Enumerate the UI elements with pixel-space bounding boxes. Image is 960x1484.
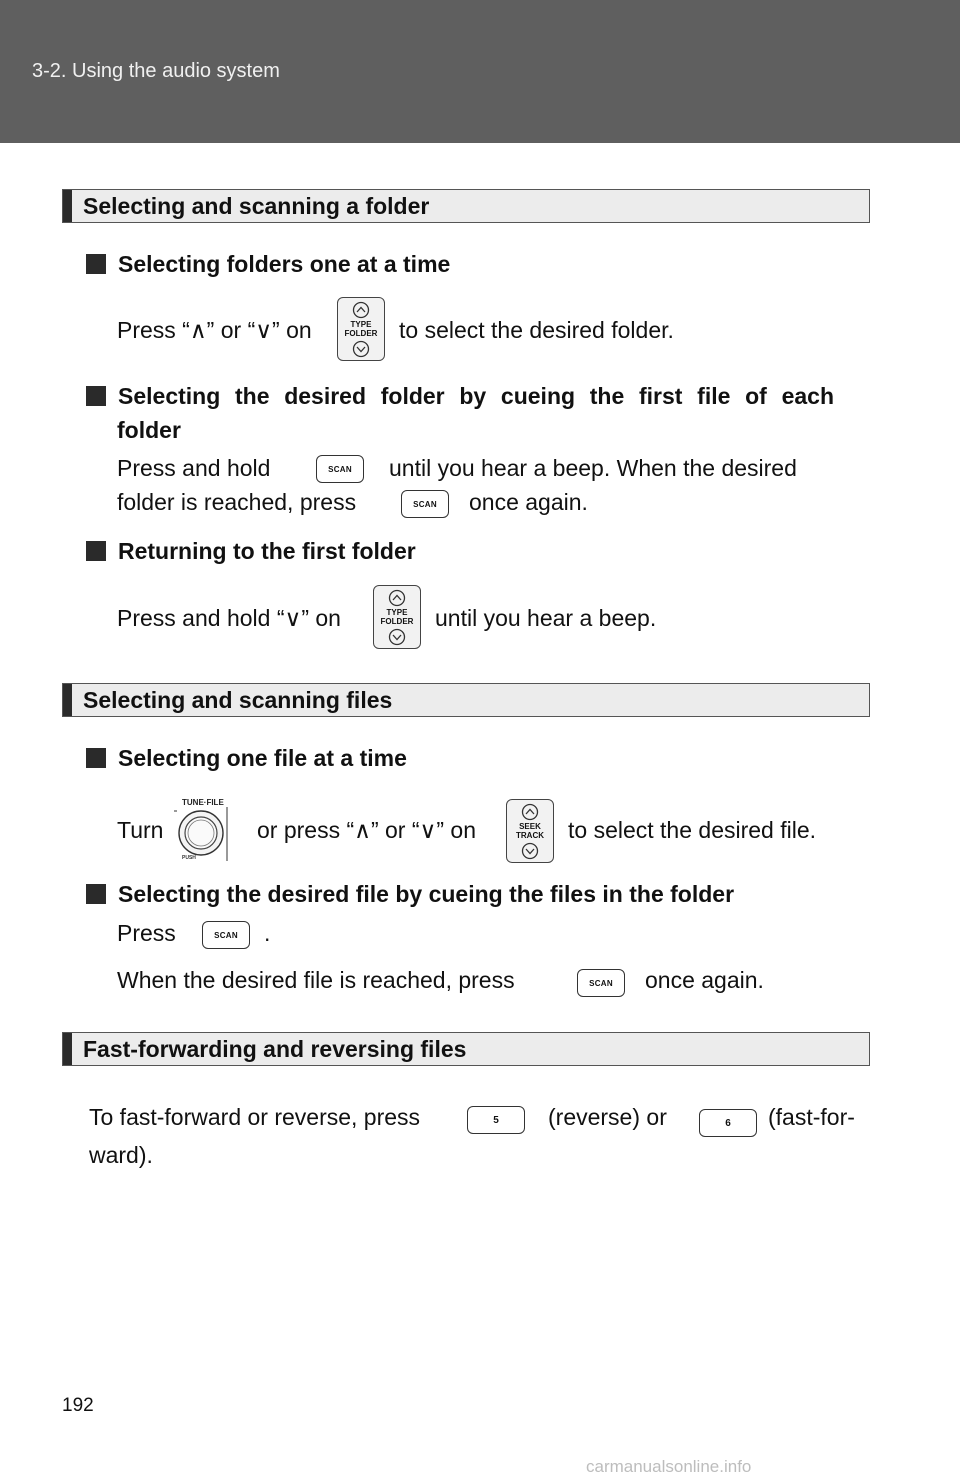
section-accent xyxy=(63,1033,72,1065)
paragraph-text: until you hear a beep. xyxy=(435,605,657,631)
section-title: Fast-forwarding and reversing files xyxy=(83,1036,467,1062)
section-heading-fast-forward: Fast-forwarding and reversing files xyxy=(62,1032,870,1066)
button-label: FOLDER xyxy=(380,617,414,626)
subheading: Selecting one file at a time xyxy=(86,745,407,772)
scan-button-icon: SCAN xyxy=(401,490,449,518)
paragraph-text: To fast-forward or reverse, press xyxy=(89,1104,421,1130)
scan-button-icon: SCAN xyxy=(316,455,364,483)
section-accent xyxy=(63,684,72,716)
square-bullet-icon xyxy=(86,884,106,904)
preset-6-button-icon: 6 xyxy=(699,1109,757,1137)
subheading: Selecting the desired file by cueing the… xyxy=(86,881,734,908)
watermark: carmanualsonline.info xyxy=(586,1457,752,1476)
button-label: TYPE xyxy=(350,320,372,329)
paragraph-text: (fast-for- xyxy=(768,1104,855,1130)
paragraph-text: once again. xyxy=(469,489,588,515)
section-heading-files: Selecting and scanning files xyxy=(62,683,870,717)
button-label: FOLDER xyxy=(344,329,378,338)
paragraph-text: Press “∧” or “∨” on xyxy=(117,317,312,343)
section-title: Selecting and scanning a folder xyxy=(83,193,430,219)
header-title: 3-2. Using the audio system xyxy=(32,60,280,82)
subheading: Returning to the first folder xyxy=(86,538,416,565)
tune-file-knob-icon: TUNE·FILE PUSH xyxy=(172,795,230,861)
paragraph-text: or press “∧” or “∨” on xyxy=(257,817,476,843)
knob-label: TUNE·FILE xyxy=(182,798,224,807)
paragraph-text: to select the desired folder. xyxy=(399,317,674,343)
paragraph-text: once again. xyxy=(645,967,764,993)
paragraph-text: . xyxy=(264,920,271,946)
subheading-text: Selecting the desired folder by cueing t… xyxy=(118,383,834,409)
scan-button-icon: SCAN xyxy=(577,969,625,997)
subheading: Selecting folders one at a time xyxy=(86,251,450,278)
paragraph-text: ward). xyxy=(89,1142,153,1168)
section-title: Selecting and scanning files xyxy=(83,687,393,713)
square-bullet-icon xyxy=(86,386,106,406)
page-header: 3-2. Using the audio system xyxy=(0,0,960,143)
square-bullet-icon xyxy=(86,748,106,768)
square-bullet-icon xyxy=(86,254,106,274)
knob-push-label: PUSH xyxy=(182,855,196,861)
button-label: SEEK xyxy=(519,822,541,831)
section-accent xyxy=(63,190,72,222)
subheading-text: Returning to the first folder xyxy=(118,538,416,564)
preset-5-button-icon: 5 xyxy=(467,1106,525,1134)
paragraph-text: to select the desired file. xyxy=(568,817,817,843)
paragraph-text: Press and hold xyxy=(117,455,271,481)
paragraph-text: (reverse) or xyxy=(548,1104,667,1130)
subheading: Selecting the desired folder by cueing t… xyxy=(86,383,834,410)
subheading-text: Selecting the desired file by cueing the… xyxy=(118,881,735,907)
paragraph-text: When the desired file is reached, press xyxy=(117,967,515,993)
button-label: TYPE xyxy=(386,608,408,617)
paragraph-text: Turn xyxy=(117,817,164,843)
subheading-text: Selecting one file at a time xyxy=(118,745,407,771)
button-label: TRACK xyxy=(516,831,544,840)
subheading-continued: folder xyxy=(117,417,181,443)
paragraph-text: Press xyxy=(117,920,176,946)
page-number: 192 xyxy=(62,1395,94,1416)
subheading-text: Selecting folders one at a time xyxy=(118,251,451,277)
section-heading-folder: Selecting and scanning a folder xyxy=(62,189,870,223)
paragraph-text: until you hear a beep. When the desired xyxy=(389,455,797,481)
paragraph-text: Press and hold “∨” on xyxy=(117,605,341,631)
scan-button-icon: SCAN xyxy=(202,921,250,949)
square-bullet-icon xyxy=(86,541,106,561)
paragraph-text: folder is reached, press xyxy=(117,489,357,515)
